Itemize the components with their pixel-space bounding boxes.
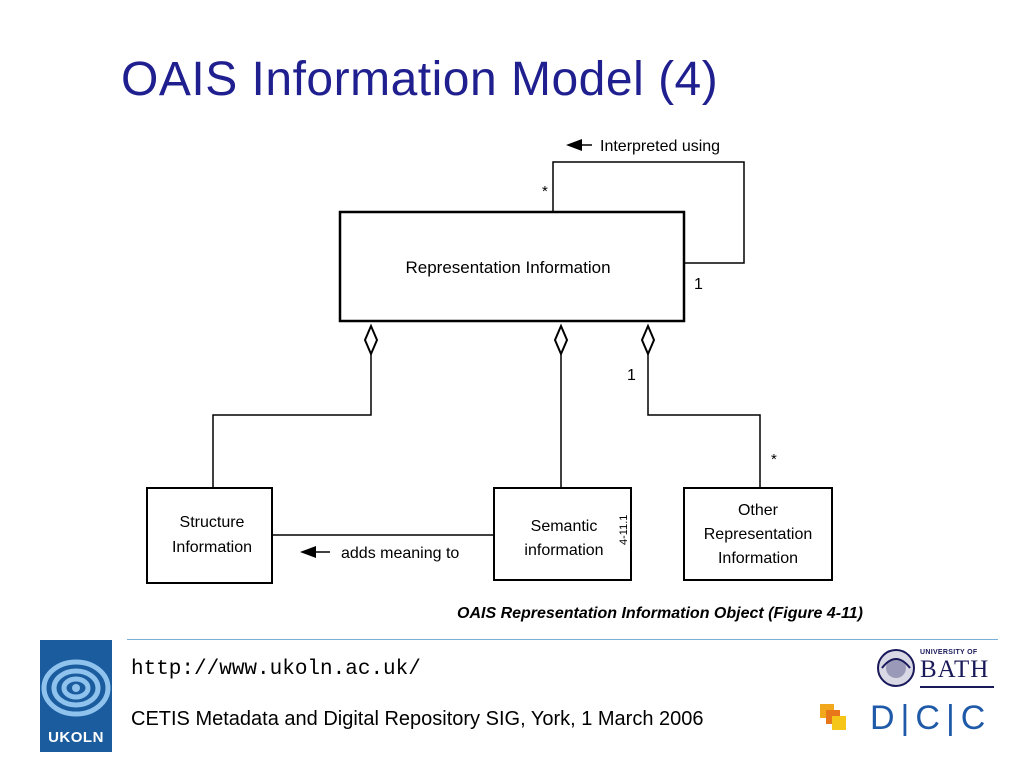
multiplicity-self-top: * bbox=[542, 183, 548, 200]
structure-connector bbox=[212, 354, 372, 488]
aggregation-diamond-icon bbox=[640, 323, 656, 357]
dcc-logo-text: D|C|C bbox=[870, 699, 992, 737]
structure-information-line-2: Information bbox=[172, 539, 252, 556]
semantic-information-line-2: information bbox=[524, 542, 603, 559]
dcc-logo: D|C|C bbox=[818, 699, 998, 740]
ukoln-logo: UKOLN bbox=[40, 640, 112, 752]
footer-divider bbox=[127, 639, 998, 640]
dcc-squares-icon bbox=[820, 704, 846, 730]
bath-logo-small-text: UNIVERSITY OF bbox=[920, 649, 978, 656]
structure-information-line-1: Structure bbox=[180, 514, 245, 531]
other-representation-line-1: Other bbox=[738, 502, 779, 519]
bath-crest-icon bbox=[877, 649, 915, 687]
bath-logo-big-text: BATH bbox=[920, 656, 990, 683]
university-of-bath-logo: UNIVERSITY OF BATH bbox=[876, 646, 996, 690]
aggregation-diamond-icon bbox=[553, 323, 569, 357]
aggregation-diamond-icon bbox=[363, 323, 379, 357]
other-representation-line-2: Representation bbox=[704, 526, 813, 543]
figure-id-label: 4-11.1 bbox=[618, 515, 630, 545]
representation-information-label: Representation Information bbox=[405, 258, 610, 277]
slide-title: OAIS Information Model (4) bbox=[121, 53, 719, 106]
interpreted-using-arrow-icon bbox=[566, 139, 582, 151]
multiplicity-other-bottom: * bbox=[771, 451, 777, 468]
interpreted-using-loop bbox=[552, 161, 745, 264]
oais-diagram: Representation Information Interpreted u… bbox=[146, 138, 833, 584]
adds-meaning-label: adds meaning to bbox=[341, 545, 459, 562]
footer-url-link[interactable]: http://www.ukoln.ac.uk/ bbox=[131, 658, 421, 681]
interpreted-using-label: Interpreted using bbox=[600, 138, 720, 155]
representation-information-box bbox=[338, 210, 686, 323]
figure-caption: OAIS Representation Information Object (… bbox=[457, 605, 863, 622]
footer-event-text: CETIS Metadata and Digital Repository SI… bbox=[131, 708, 704, 730]
ukoln-eye-icon bbox=[41, 659, 111, 717]
other-connector bbox=[647, 354, 761, 488]
semantic-information-line-1: Semantic bbox=[531, 518, 598, 535]
other-representation-line-3: Information bbox=[718, 550, 798, 567]
multiplicity-other-top: 1 bbox=[627, 367, 636, 384]
other-representation-information-box bbox=[683, 487, 833, 581]
multiplicity-self-right: 1 bbox=[694, 276, 703, 293]
semantic-information-box bbox=[493, 487, 632, 581]
adds-meaning-arrow-icon bbox=[300, 546, 316, 558]
structure-information-box bbox=[146, 487, 273, 584]
ukoln-logo-text: UKOLN bbox=[48, 729, 104, 746]
